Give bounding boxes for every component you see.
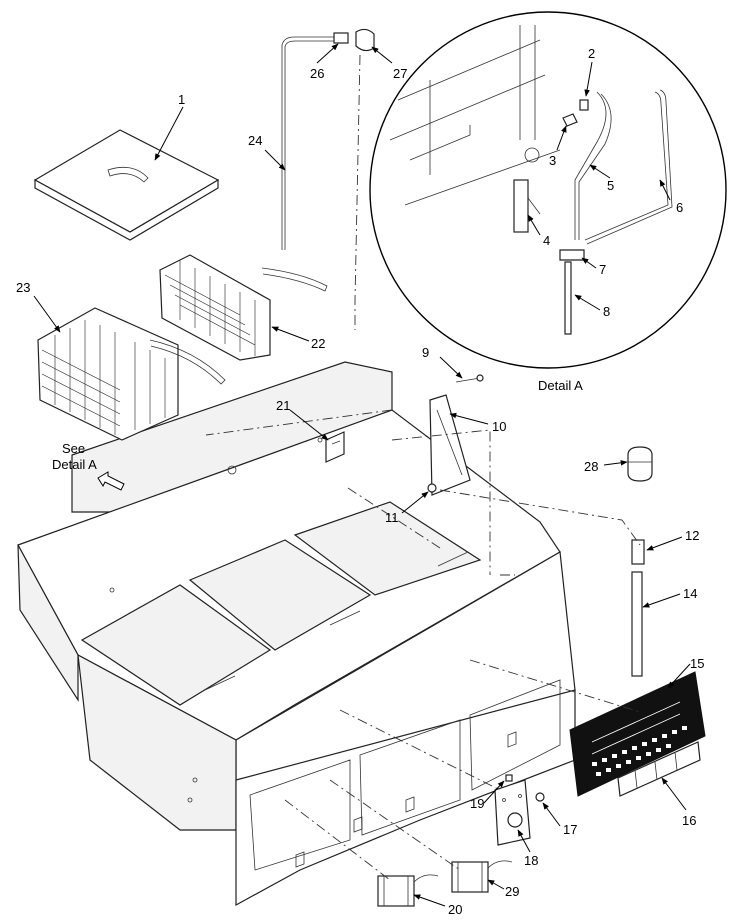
transformer-left: [377, 874, 439, 907]
callout-3: 3: [549, 153, 556, 168]
callout-16: 16: [682, 813, 696, 828]
callout-2: 2: [588, 46, 595, 61]
callout-20: 20: [448, 902, 462, 917]
callout-29: 29: [505, 884, 519, 899]
detail-fitting-2: [579, 99, 589, 111]
callout-14: 14: [683, 586, 697, 601]
fry-basket-small: [159, 254, 328, 361]
control-overlay-label: [617, 741, 701, 797]
leader-lines: [33, 43, 691, 907]
detail-a-label: Detail A: [538, 378, 583, 393]
callout-labels: 1 2 3 4 5 6 7 8 9 10 11 12 14 15 16 17 1…: [16, 46, 704, 917]
callout-1: 1: [178, 92, 185, 107]
callout-6: 6: [676, 200, 683, 215]
fry-basket-large: [37, 307, 226, 441]
circuit-board: [494, 779, 531, 846]
drain-tube: [631, 571, 643, 677]
fitting-cap: [627, 446, 653, 482]
callout-27: 27: [393, 66, 407, 81]
callout-5: 5: [607, 178, 614, 193]
callout-28: 28: [584, 459, 598, 474]
detail-a-inset: [369, 11, 727, 369]
clip-bracket: [325, 431, 345, 463]
basket-cover: [33, 129, 220, 241]
callout-19: 19: [470, 796, 484, 811]
callout-8: 8: [603, 304, 610, 319]
basket-lift-arm: [427, 374, 484, 496]
knob-nut: [535, 792, 545, 802]
assembly-lines: [205, 54, 641, 881]
fryer-cabinet: [17, 361, 576, 907]
see-note-line1: See: [62, 441, 85, 456]
connector-fitting: [631, 539, 645, 565]
callout-12: 12: [685, 528, 699, 543]
see-detail-arrow-icon: [97, 471, 125, 491]
callout-18: 18: [524, 853, 538, 868]
callout-24: 24: [248, 133, 262, 148]
callout-10: 10: [492, 419, 506, 434]
callout-7: 7: [599, 262, 606, 277]
callout-17: 17: [563, 822, 577, 837]
callout-4: 4: [543, 233, 550, 248]
callout-21: 21: [276, 398, 290, 413]
callout-11: 11: [385, 510, 399, 525]
callout-9: 9: [422, 345, 429, 360]
callout-15: 15: [690, 656, 704, 671]
callout-22: 22: [311, 336, 325, 351]
standoff: [505, 774, 513, 782]
callout-23: 23: [16, 280, 30, 295]
callout-26: 26: [310, 66, 324, 81]
control-panel: [569, 671, 706, 797]
see-note-line2: Detail A: [52, 457, 97, 472]
transformer-right: [451, 860, 513, 893]
